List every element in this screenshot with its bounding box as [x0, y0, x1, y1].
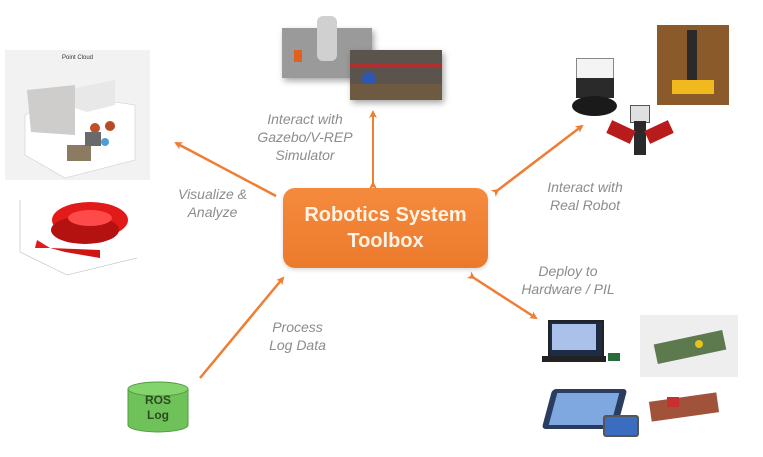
raspberry-pi-board-image — [640, 315, 738, 377]
ros-log-line2: Log — [147, 408, 169, 422]
embedded-board-image — [645, 385, 725, 430]
database-cylinder-icon — [127, 381, 189, 433]
ros-log-node: ROS Log — [127, 381, 189, 433]
baxter-robot-image — [606, 105, 674, 170]
label-line: Interact with — [267, 111, 343, 127]
center-title-line1: Robotics System — [304, 204, 467, 226]
robotics-system-toolbox-node: Robotics System Toolbox — [283, 188, 488, 268]
label-line: Simulator — [275, 147, 335, 163]
laptop-hardware-image — [542, 318, 634, 373]
label-line: Process — [272, 319, 323, 335]
label-line: Hardware / PIL — [521, 281, 615, 297]
point-cloud-graphic — [24, 80, 136, 179]
surface-plot-graphic — [19, 200, 138, 276]
arrow-log-data — [199, 276, 285, 379]
tablet-phone-hardware-image — [541, 383, 639, 438]
label-line: Deploy to — [538, 263, 598, 279]
arrow-deploy — [466, 271, 538, 320]
arrow-visualize — [174, 141, 277, 198]
point-cloud-title: Point Cloud — [61, 55, 94, 61]
label-line: Gazebo/V-REP — [257, 129, 353, 145]
label-simulator: Interact with Gazebo/V-REP Simulator — [250, 110, 360, 164]
label-real-robot: Interact with Real Robot — [530, 178, 640, 214]
label-line: Analyze — [187, 204, 238, 220]
label-visualize: Visualize & Analyze — [160, 185, 265, 221]
center-title-line2: Toolbox — [347, 230, 424, 252]
label-line: Visualize & — [177, 186, 247, 202]
ros-log-label: ROS Log — [127, 393, 189, 423]
vrep-simulator-image — [350, 50, 442, 100]
arrow-real-robot — [490, 124, 584, 197]
label-deploy: Deploy to Hardware / PIL — [508, 262, 628, 298]
rover-robot-image — [657, 25, 729, 105]
label-line: Real Robot — [549, 197, 621, 213]
label-line: Log Data — [269, 337, 326, 353]
turtlebot-robot-image — [572, 58, 617, 120]
ros-log-line1: ROS — [144, 393, 171, 407]
label-log-data: Process Log Data — [255, 318, 340, 354]
surface-plot-image — [5, 190, 145, 280]
label-line: Interact with — [547, 179, 623, 195]
point-cloud-plot-image: Point Cloud — [5, 50, 150, 180]
